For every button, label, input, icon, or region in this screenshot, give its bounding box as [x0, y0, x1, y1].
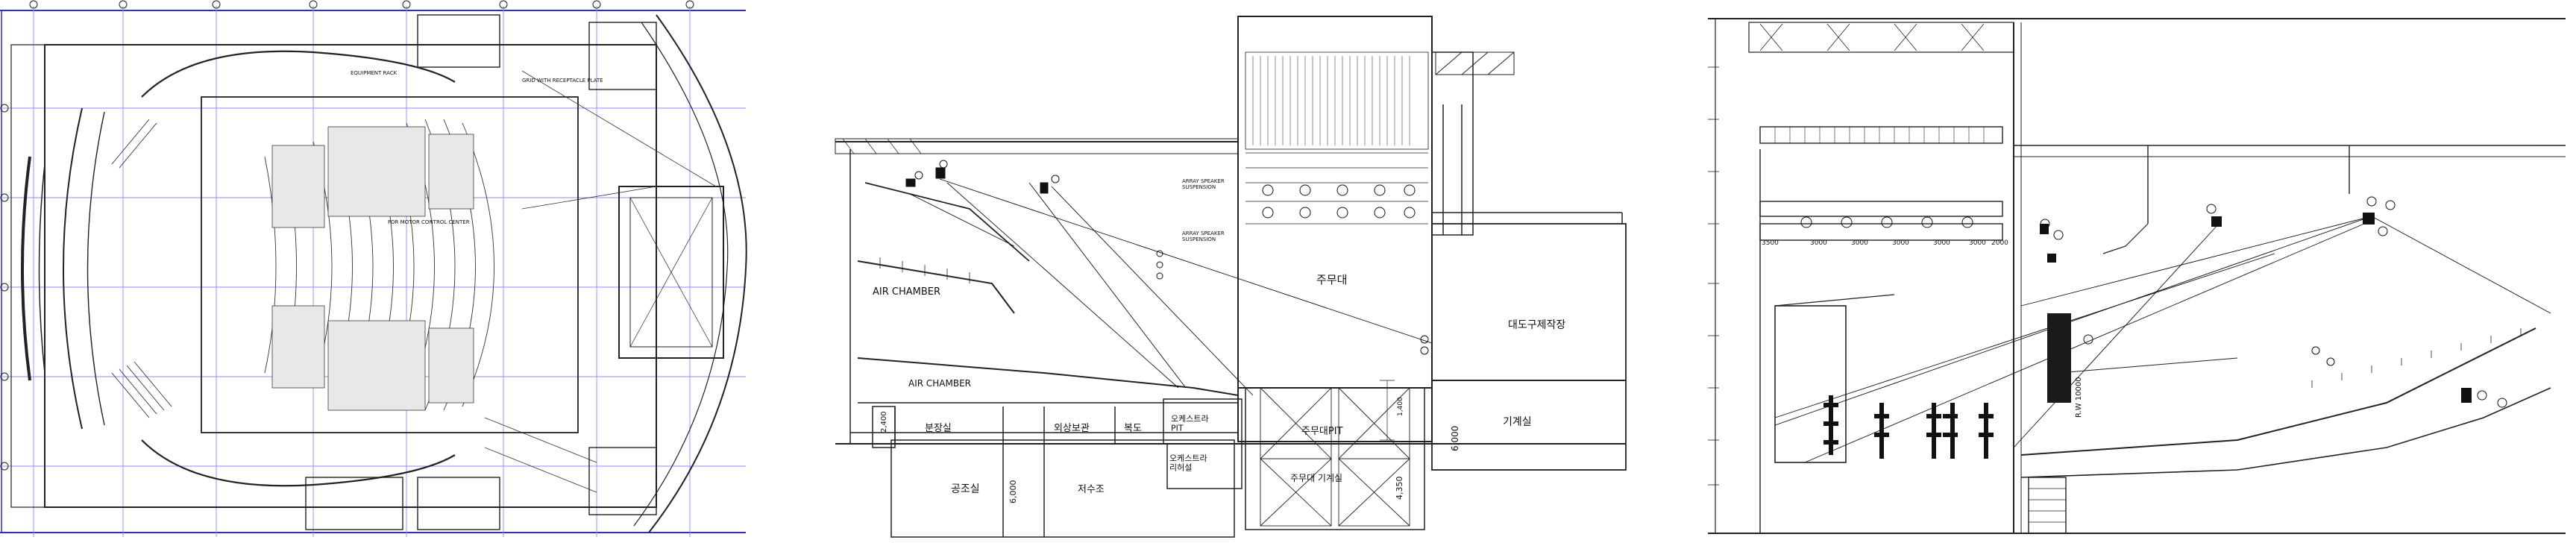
- speaker-array-icon: [2040, 224, 2049, 234]
- mid-speaker-group: [905, 160, 1429, 355]
- lighting-fixture-icon: [1979, 433, 1994, 437]
- dim-rw-10000: R.W 10000: [2075, 377, 2083, 418]
- device-tag-icon: [1156, 261, 1163, 269]
- lighting-fixture-icon: [1926, 433, 1941, 437]
- dim-2000: 2000: [1991, 239, 2008, 247]
- device-tag-icon: [1051, 175, 1060, 183]
- label-water-tank: 저수조: [1078, 484, 1105, 495]
- label-air-chamber-bottom: AIR CHAMBER: [908, 378, 971, 389]
- speaker-array-icon: [2363, 213, 2375, 225]
- lighting-pipe-icon: [1879, 403, 1884, 459]
- lighting-fixture-icon: [1823, 421, 1838, 426]
- device-tag-icon: [914, 171, 923, 180]
- speaker-array-icon: [1040, 182, 1049, 194]
- label-machine-room: 기계실: [1503, 416, 1532, 428]
- dim-3000-5: 3000: [1969, 239, 1986, 247]
- lighting-pipe-icon: [1984, 403, 1988, 459]
- lighting-pipe-icon: [1932, 403, 1936, 459]
- section-mid-panel: [835, 16, 1627, 538]
- device-tag-icon: [1420, 346, 1429, 355]
- label-main-stage-pit: 주무대PIT: [1301, 426, 1343, 437]
- fixture-bar-stack: [1823, 213, 2472, 459]
- label-air-chamber-top: AIR CHAMBER: [873, 286, 940, 298]
- dim-2400: 2,400: [880, 411, 888, 433]
- floor-plan-notes: EQUIPMENT RACK FOR MOTOR CONTROL CENTER …: [351, 70, 603, 225]
- lighting-fixture-icon: [1823, 440, 1838, 445]
- dim-3500: 3500: [1762, 239, 1779, 247]
- speaker-array-icon: [2047, 254, 2056, 263]
- label-hvac-room: 공조실: [951, 483, 980, 495]
- device-tag-icon: [1156, 250, 1163, 257]
- lighting-pipe-icon: [1950, 403, 1955, 459]
- section-right-labels: 3500 3000 3000 3000 3000 3000 2000 R.W 1…: [1762, 239, 2083, 418]
- section-right-panel: [1708, 18, 2566, 534]
- label-stage-machinery: 주무대 기계실: [1290, 473, 1342, 483]
- floor-plan-panel: [0, 0, 747, 537]
- lighting-fixture-icon: [1874, 433, 1889, 437]
- label-dressing: 분장실: [925, 423, 952, 434]
- speaker-array-icon: [2211, 216, 2222, 227]
- dim-3000-2: 3000: [1851, 239, 1868, 247]
- label-storage: 외상보관: [1054, 423, 1090, 434]
- lighting-fixture-icon: [1823, 403, 1838, 407]
- plan-note-3: GRID WITH RECEPTACLE PLATE: [522, 78, 603, 84]
- dim-3000-1: 3000: [1810, 239, 1827, 247]
- dim-4350: 4,350: [1395, 477, 1404, 500]
- lighting-fixture-icon: [1943, 433, 1958, 437]
- dim-3000-3: 3000: [1892, 239, 1909, 247]
- lighting-fixture-icon: [1943, 414, 1958, 418]
- plan-note-1: EQUIPMENT RACK: [351, 70, 398, 76]
- label-large-prop-shop: 대도구제작장: [1508, 319, 1565, 331]
- label-corridor: 복도: [1124, 423, 1142, 434]
- speaker-array-icon: [2461, 388, 2472, 403]
- section-mid-labels: AIR CHAMBER AIR CHAMBER 주무대 대도구제작장 기계실 오…: [873, 178, 1565, 503]
- device-tag-icon: [1156, 272, 1163, 280]
- plan-note-2: FOR MOTOR CONTROL CENTER: [388, 219, 470, 225]
- dim-6000-right: 6,000: [1450, 426, 1460, 451]
- batten-fixture-row: [1262, 184, 1416, 219]
- dim-6000-left: 6,000: [1008, 480, 1018, 504]
- device-tag-icon: [1420, 335, 1429, 344]
- device-tag-icon: [939, 160, 948, 169]
- label-main-stage: 주무대: [1316, 273, 1347, 286]
- lighting-fixture-icon: [1926, 414, 1941, 418]
- lighting-fixture-icon: [1874, 414, 1889, 418]
- speaker-array-icon: [935, 167, 946, 179]
- speaker-array-icon: [905, 178, 916, 187]
- speaker-stack-icon: [2047, 313, 2071, 403]
- dim-3000-4: 3000: [1933, 239, 1950, 247]
- right-device-tags: [1800, 196, 2507, 408]
- dim-1400: 1,400: [1397, 397, 1404, 416]
- lighting-fixture-icon: [1979, 414, 1994, 418]
